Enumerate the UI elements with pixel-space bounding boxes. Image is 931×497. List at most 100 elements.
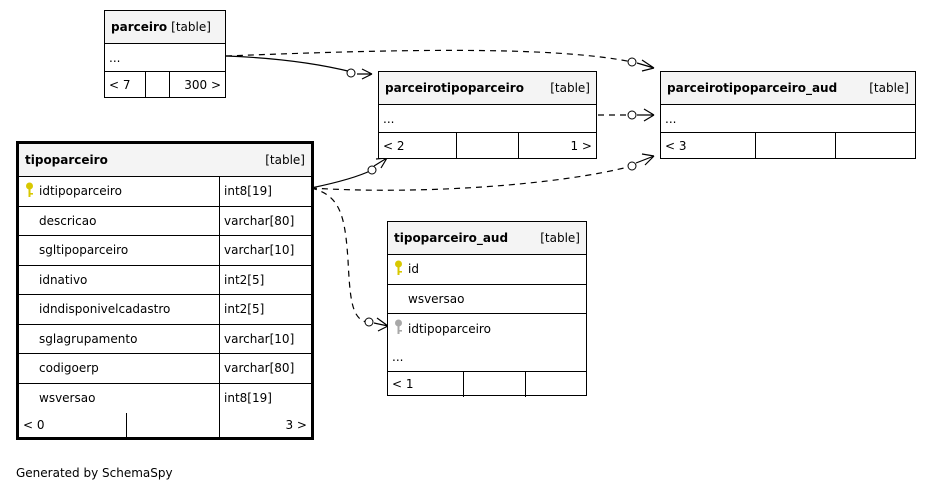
generated-by-text: Generated by SchemaSpy <box>16 466 173 480</box>
table-kind: [table] <box>540 231 580 245</box>
table-footer: < 0 3 > <box>19 413 311 437</box>
table-kind: [table] <box>869 81 909 95</box>
column-name: idnativo <box>19 266 219 295</box>
rows-count <box>456 133 518 158</box>
parents-count: < 1 <box>392 377 414 391</box>
table-parceirotipoparceiro-aud[interactable]: parceirotipoparceiro_aud [table] ... < 3 <box>660 71 916 159</box>
column-name-text: sglagrupamento <box>39 331 138 346</box>
column-name: codigoerp <box>19 354 219 383</box>
table-row: sglagrupamento varchar[10] <box>19 324 311 354</box>
table-row: idndisponivelcadastro int2[5] <box>19 295 311 325</box>
column-name-text: idnativo <box>39 272 88 287</box>
column-name-text: wsversao <box>39 391 96 406</box>
rows-count <box>126 413 219 437</box>
column-name-text: codigoerp <box>39 361 99 376</box>
column-type: varchar[10] <box>219 236 311 265</box>
ellipsis-row: ... <box>379 105 596 133</box>
table-row: idtipoparceiro <box>388 314 586 344</box>
table-footer: < 3 <box>661 133 915 158</box>
table-parceiro[interactable]: parceiro [table] ... < 7 300 > <box>104 10 226 98</box>
column-type: varchar[80] <box>219 206 311 235</box>
parents-count: < 2 <box>383 138 405 153</box>
column-type: int2[5] <box>219 265 311 294</box>
column-list: idtipoparceiro int8[19] descricao varchar[8… <box>19 177 311 413</box>
column-name: wsversao <box>388 285 586 314</box>
foreign-key-icon <box>392 319 404 338</box>
column-name: idtipoparceiro <box>19 177 219 206</box>
column-name: sgltipoparceiro <box>19 236 219 265</box>
table-parceirotipoparceiro[interactable]: parceirotipoparceiro [table] ... < 2 1 > <box>378 71 597 159</box>
ellipsis-row: ... <box>388 344 586 372</box>
rel-optional-marker <box>346 68 356 78</box>
primary-key-icon <box>392 260 404 279</box>
table-name: tipoparceiro_aud <box>394 231 509 245</box>
parents-count: < 7 <box>109 77 131 92</box>
column-name: wsversao <box>19 384 219 414</box>
column-name-text: idndisponivelcadastro <box>39 302 171 317</box>
children-count: 3 > <box>219 413 311 437</box>
column-type: int2[5] <box>219 295 311 324</box>
table-tipoparceiro-aud[interactable]: tipoparceiro_aud [table] id wsversao idtip… <box>387 221 587 397</box>
column-type: varchar[10] <box>219 324 311 353</box>
table-kind: [table] <box>550 81 590 95</box>
table-header: parceirotipoparceiro [table] <box>379 72 596 105</box>
rel-tipoparceiro-ptp-aud <box>310 165 633 191</box>
column-list: id wsversao idtipoparceiro <box>388 255 586 344</box>
column-name-text: idtipoparceiro <box>408 321 491 336</box>
column-name: sglagrupamento <box>19 325 219 354</box>
children-count: 1 > <box>518 133 596 158</box>
children-count: 300 > <box>169 72 225 97</box>
ellipsis: ... <box>392 350 404 364</box>
rel-tipoparceiro-parceirotipoparceiro <box>310 169 373 189</box>
column-name-text: descricao <box>39 213 97 228</box>
table-footer: < 2 1 > <box>379 133 596 158</box>
column-type: int8[19] <box>219 383 311 413</box>
table-row: wsversao int8[19] <box>19 383 311 414</box>
table-tipoparceiro[interactable]: tipoparceiro [table] idtipoparceiro int8[… <box>16 141 314 440</box>
column-name-text: sgltipoparceiro <box>39 243 129 258</box>
rel-parceiro-parceirotipoparceiro <box>225 55 353 73</box>
column-name: idndisponivelcadastro <box>19 295 219 324</box>
parents-count: < 0 <box>23 418 45 432</box>
column-name: descricao <box>19 207 219 236</box>
ellipsis: ... <box>109 50 121 65</box>
children-count <box>525 371 586 397</box>
rows-count <box>463 371 525 397</box>
table-row: wsversao <box>388 285 586 314</box>
table-footer: < 1 <box>388 371 586 397</box>
ellipsis: ... <box>383 111 395 126</box>
column-name-text: wsversao <box>408 291 465 306</box>
rel-parceiro-parceirotipoparceiro-aud <box>225 49 633 63</box>
parents-count: < 3 <box>665 138 687 153</box>
table-header: tipoparceiro [table] <box>19 144 311 177</box>
table-kind: [table] <box>171 20 211 34</box>
column-type: int8[19] <box>219 177 311 206</box>
table-row: descricao varchar[80] <box>19 206 311 236</box>
table-header: parceiro [table] <box>105 11 225 44</box>
ellipsis: ... <box>665 111 677 126</box>
table-row: codigoerp varchar[80] <box>19 354 311 384</box>
rel-tipoparceiro-tipoparceiro-aud <box>310 187 367 323</box>
table-row: idtipoparceiro int8[19] <box>19 177 311 207</box>
table-name: parceirotipoparceiro <box>385 81 524 95</box>
column-type: varchar[80] <box>219 354 311 383</box>
table-footer: < 7 300 > <box>105 72 225 97</box>
table-header: parceirotipoparceiro_aud [table] <box>661 72 915 105</box>
table-name: parceirotipoparceiro_aud <box>667 81 838 95</box>
table-name: parceiro <box>111 20 168 34</box>
rows-count <box>145 72 169 97</box>
column-name: id <box>388 255 586 284</box>
column-name-text: idtipoparceiro <box>39 184 122 199</box>
table-row: idnativo int2[5] <box>19 265 311 295</box>
column-name: idtipoparceiro <box>388 314 586 344</box>
table-row: id <box>388 255 586 285</box>
ellipsis-row: ... <box>105 44 225 72</box>
primary-key-icon <box>23 182 35 201</box>
table-header: tipoparceiro_aud [table] <box>388 222 586 255</box>
rows-count <box>755 133 835 158</box>
children-count <box>835 133 915 158</box>
ellipsis-row: ... <box>661 105 915 133</box>
column-name-text: id <box>408 262 419 277</box>
table-row: sgltipoparceiro varchar[10] <box>19 236 311 266</box>
